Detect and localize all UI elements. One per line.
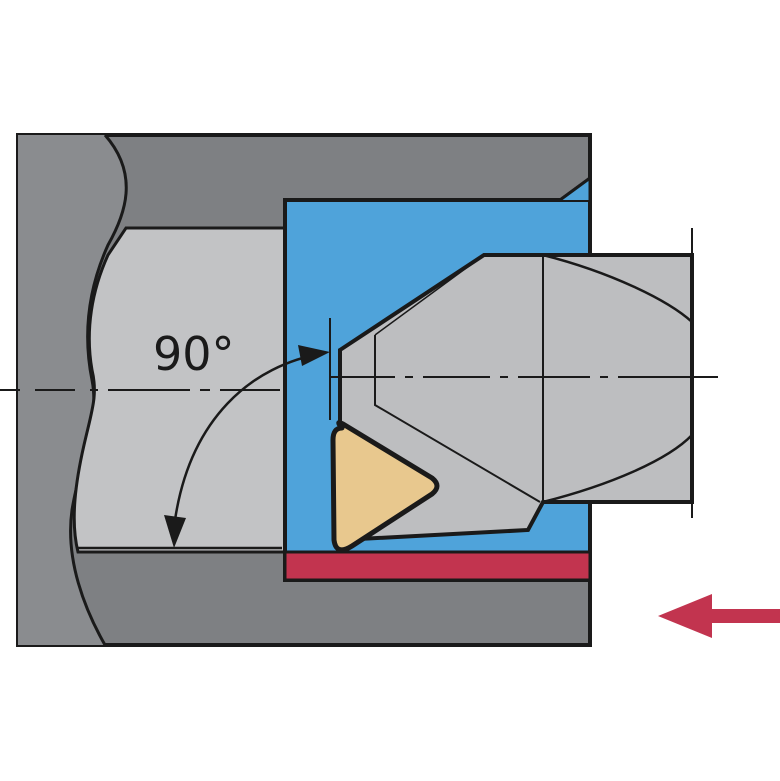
tool-head-body bbox=[338, 253, 694, 543]
feed-arrow-head bbox=[658, 594, 712, 638]
tool-holder-chamfer bbox=[559, 175, 592, 202]
cutting-insert bbox=[330, 420, 440, 553]
arrow-left-icon bbox=[658, 594, 780, 638]
tool-shank bbox=[338, 253, 694, 543]
shank-curve-top bbox=[542, 253, 693, 323]
angle-indicator: 90° bbox=[78, 327, 330, 550]
workpiece-break-line bbox=[69, 134, 128, 646]
shank-curve-bottom bbox=[542, 434, 693, 504]
tool-facet-upper bbox=[374, 254, 485, 336]
tool-facet-line bbox=[374, 335, 541, 503]
angle-arc bbox=[173, 351, 326, 521]
centerlines bbox=[0, 228, 718, 518]
angle-arrowhead-top bbox=[298, 345, 330, 366]
clamp-strip bbox=[283, 550, 592, 582]
angle-label: 90° bbox=[153, 327, 235, 381]
feed-arrow-shaft bbox=[700, 609, 780, 623]
angle-arrowhead-bottom bbox=[164, 515, 186, 548]
